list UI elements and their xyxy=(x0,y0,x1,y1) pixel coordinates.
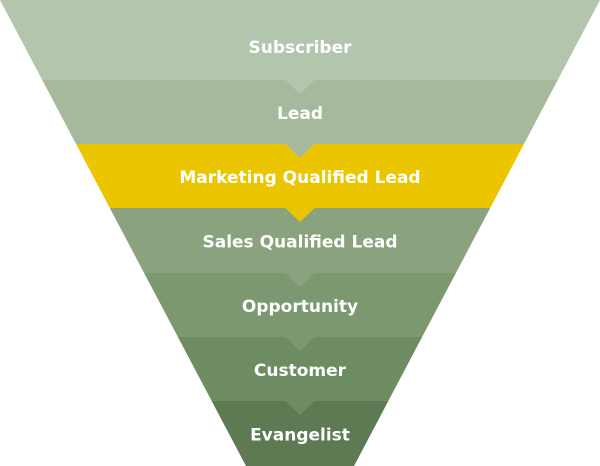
funnel-stage-band xyxy=(0,0,600,80)
funnel-arrow-notch xyxy=(285,400,315,415)
funnel-arrow-notch xyxy=(285,143,315,158)
funnel-arrow-notch xyxy=(285,207,315,222)
stage-label-opportunity: Opportunity xyxy=(242,297,358,317)
stage-label-sql: Sales Qualified Lead xyxy=(202,233,397,253)
funnel-stage-band xyxy=(42,80,558,144)
funnel-stage-band xyxy=(177,337,423,401)
funnel-arrow-notch xyxy=(285,272,315,287)
funnel-stage-band xyxy=(76,144,524,208)
stage-label-customer: Customer xyxy=(254,361,347,381)
stage-label-subscriber: Subscriber xyxy=(248,38,352,58)
stage-label-lead: Lead xyxy=(277,104,323,124)
funnel-arrow-notch xyxy=(285,336,315,351)
funnel-arrow-notch xyxy=(285,79,315,94)
funnel-stage-band xyxy=(144,273,456,337)
funnel-stage-band xyxy=(211,401,389,466)
stage-label-mql: Marketing Qualified Lead xyxy=(179,168,420,188)
stage-label-evangelist: Evangelist xyxy=(250,426,350,446)
funnel-stage-band xyxy=(109,208,491,273)
